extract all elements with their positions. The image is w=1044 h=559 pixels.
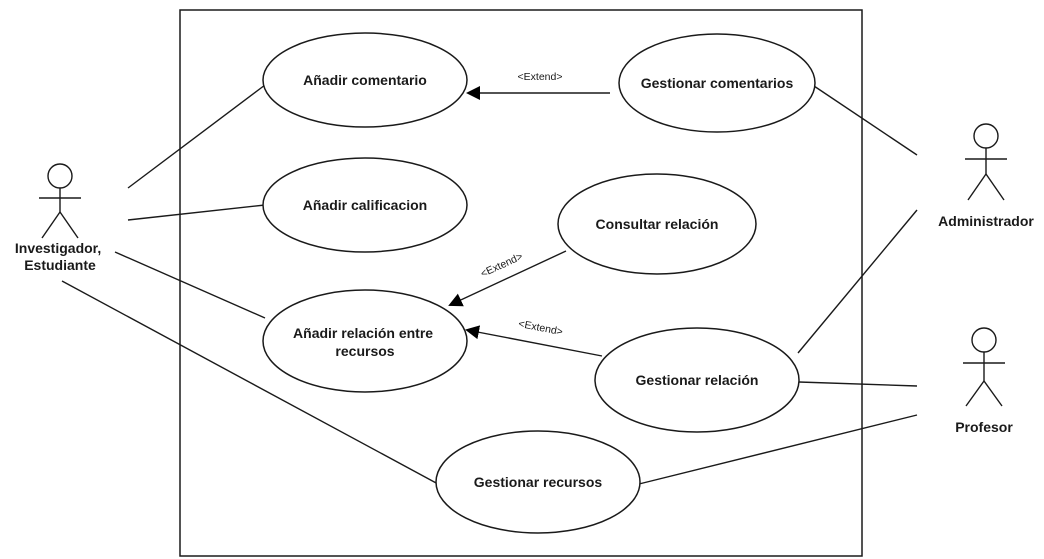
actor-line: Investigador, <box>15 240 101 256</box>
actor-label: Administrador <box>938 213 1034 229</box>
use-case-line: Consultar relación <box>596 216 719 232</box>
use-case-line: Gestionar recursos <box>474 474 603 490</box>
assoc-profesor-gestionar-recursos <box>638 414 918 485</box>
extend-arrow-consultar <box>448 250 567 307</box>
use-case-gestionar-relacion: Gestionar relación <box>594 327 800 433</box>
use-case-label: Añadir comentario <box>303 72 427 88</box>
associations <box>61 84 918 485</box>
use-case-line: Añadir relación entre <box>293 325 433 341</box>
extend-label-consultar: <Extend> <box>479 250 525 280</box>
assoc-investigador-gestionar-recursos <box>61 280 439 485</box>
use-case-gestionar-recursos: Gestionar recursos <box>435 430 641 534</box>
use-case-label: Gestionar comentarios <box>641 75 794 91</box>
actor-profesor: Profesor <box>955 327 1013 435</box>
use-case-line: Gestionar comentarios <box>641 75 794 91</box>
stick-figure-icon <box>963 327 1005 407</box>
actor-line: Administrador <box>938 213 1034 229</box>
assoc-administrador-gestionar-comentarios <box>813 85 918 156</box>
assoc-administrador-gestionar-relacion <box>797 209 918 354</box>
system-boundary <box>179 9 863 557</box>
assoc-investigador-anadir-comentario <box>127 84 266 189</box>
actor-label: Investigador, Estudiante <box>15 240 105 273</box>
assoc-profesor-gestionar-relacion <box>798 381 918 387</box>
use-case-label: Añadir calificacion <box>303 197 427 213</box>
use-case-label: Gestionar recursos <box>474 474 603 490</box>
extend-label-gestionar-relacion: <Extend> <box>517 318 563 338</box>
use-case-anadir-calificacion: Añadir calificacion <box>262 157 468 253</box>
use-case-label: Consultar relación <box>596 216 719 232</box>
use-case-anadir-relacion: Añadir relación entre recursos <box>262 289 468 393</box>
use-case-gestionar-comentarios: Gestionar comentarios <box>618 33 816 133</box>
assoc-investigador-anadir-calificacion <box>127 204 266 221</box>
assoc-investigador-anadir-relacion <box>114 251 266 319</box>
use-case-line: recursos <box>335 343 394 359</box>
stick-figure-icon <box>39 163 81 239</box>
use-case-anadir-comentario: Añadir comentario <box>262 32 468 128</box>
use-case-label: Gestionar relación <box>636 372 759 388</box>
stick-figure-icon <box>965 123 1007 201</box>
actor-investigador: Investigador, Estudiante <box>15 163 105 273</box>
extend-label-comentarios: <Extend> <box>518 71 563 83</box>
actor-label: Profesor <box>955 419 1013 435</box>
use-case-line: Añadir comentario <box>303 72 427 88</box>
actor-administrador: Administrador <box>938 123 1034 229</box>
actor-line: Profesor <box>955 419 1013 435</box>
actor-line: Estudiante <box>24 257 96 273</box>
use-case-label: Añadir relación entre recursos <box>293 325 437 359</box>
use-case-consultar-relacion: Consultar relación <box>557 173 757 275</box>
use-case-line: Gestionar relación <box>636 372 759 388</box>
use-case-line: Añadir calificacion <box>303 197 427 213</box>
extend-arrow-gestionar-relacion <box>465 325 603 357</box>
